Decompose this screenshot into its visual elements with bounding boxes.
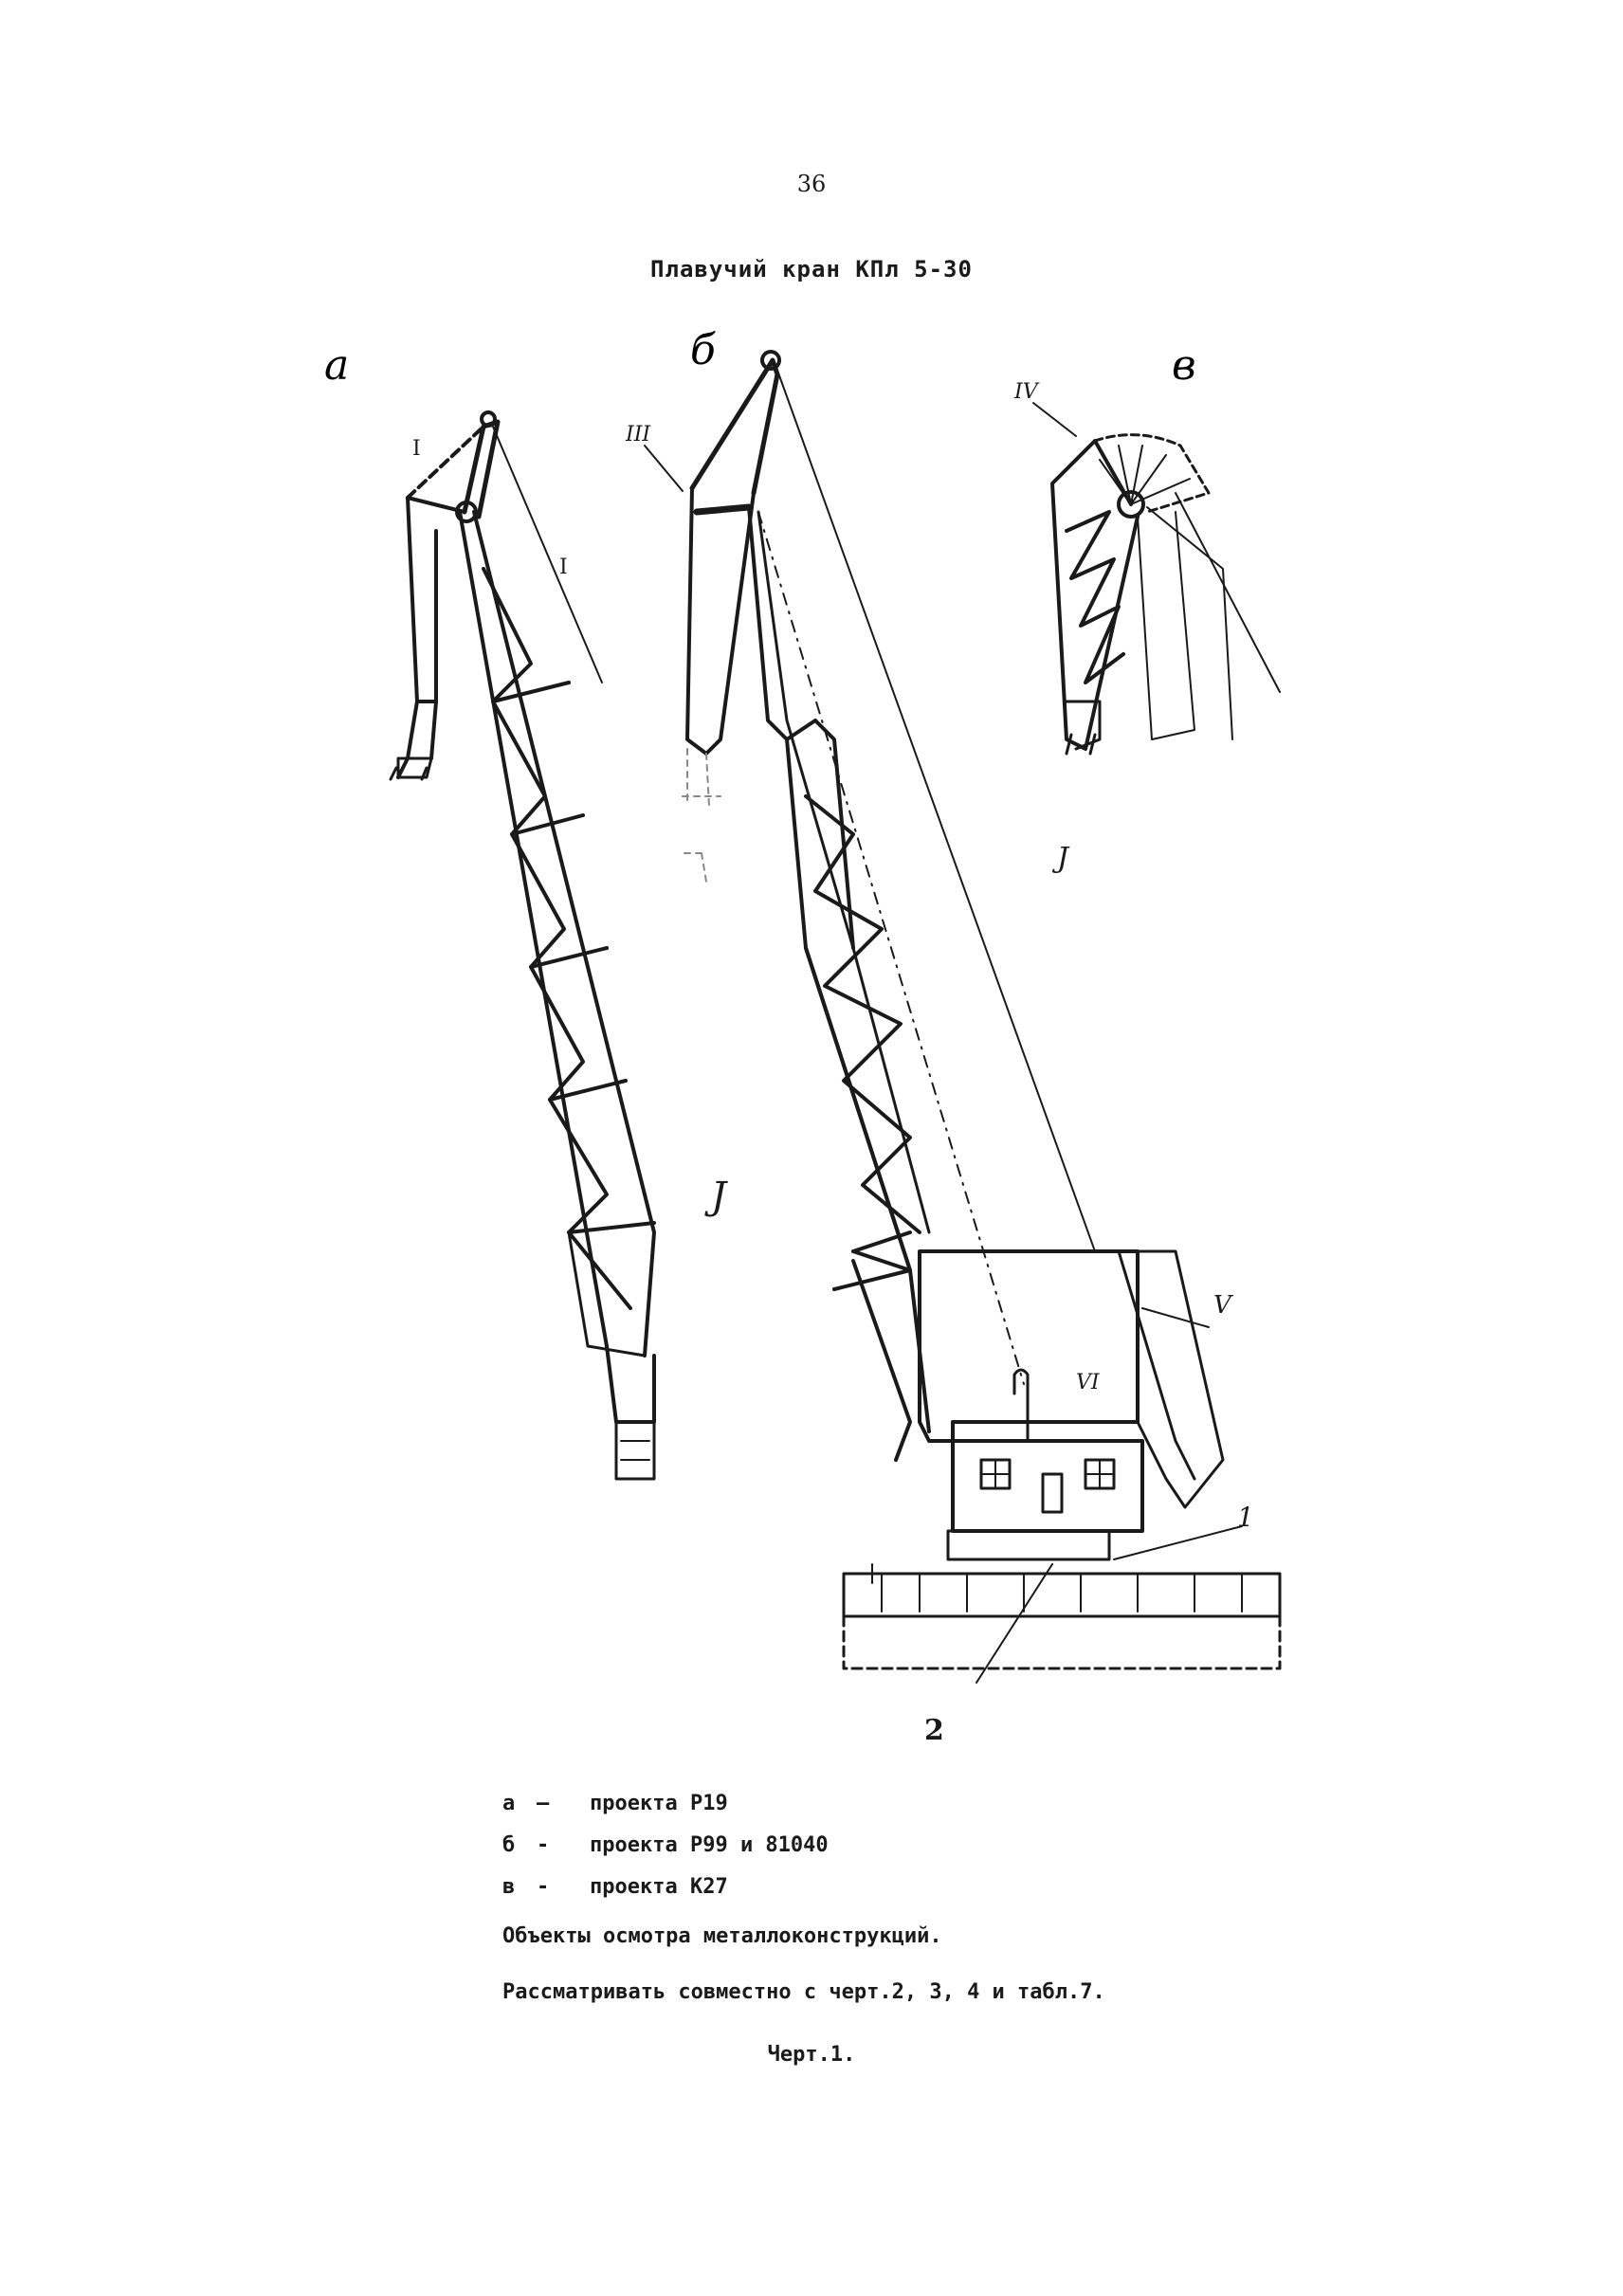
legend-dash: - xyxy=(537,1874,550,1899)
note-line-1: Объекты осмотра металлоконструкций. xyxy=(502,1924,942,1948)
legend-key: а xyxy=(502,1791,516,1815)
mark-I-a1: I xyxy=(412,437,421,461)
legend-row-v: в - проекта К27 xyxy=(502,1866,829,1907)
legend-dash: – xyxy=(537,1791,550,1815)
legend-text: проекта Р99 и 81040 xyxy=(590,1832,829,1857)
page-number: 36 xyxy=(796,171,827,197)
variant-label-a: а xyxy=(324,341,349,390)
mark-1: 1 xyxy=(1237,1502,1254,1533)
legend-text: проекта Р19 xyxy=(590,1791,728,1815)
document-title: Плавучий кран КПл 5-30 xyxy=(650,256,973,282)
legend-row-a: а – проекта Р19 xyxy=(502,1782,829,1824)
legend: а – проекта Р19 б - проекта Р99 и 81040 … xyxy=(502,1782,829,1907)
variant-label-b: б xyxy=(690,326,716,374)
legend-text: проекта К27 xyxy=(590,1874,728,1899)
mark-J-v: J xyxy=(1051,842,1070,875)
mark-I-a2: I xyxy=(559,556,568,579)
mark-2: 2 xyxy=(924,1714,944,1747)
crane-a-drawing: I I J xyxy=(389,410,728,1481)
legend-key: в xyxy=(502,1874,516,1899)
mark-III: III xyxy=(625,423,651,446)
mark-J-a: J xyxy=(704,1175,728,1218)
variant-label-v: в xyxy=(1172,341,1196,390)
mark-VI: VI xyxy=(1076,1371,1101,1394)
mark-IV: IV xyxy=(1013,380,1040,404)
figure-caption: Черт.1. xyxy=(767,2043,856,2067)
note-line-2: Рассматривать совместно с черт.2, 3, 4 и… xyxy=(502,1980,1105,2004)
legend-dash: - xyxy=(537,1832,550,1857)
legend-row-b: б - проекта Р99 и 81040 xyxy=(502,1824,829,1866)
crane-v-drawing: IV J xyxy=(1013,380,1281,875)
mark-V: V xyxy=(1213,1291,1233,1320)
notes: Объекты осмотра металлоконструкций. Расс… xyxy=(502,1924,1105,2036)
legend-key: б xyxy=(502,1832,516,1857)
crane-b-drawing: III V VI 1 2 xyxy=(625,350,1282,1747)
